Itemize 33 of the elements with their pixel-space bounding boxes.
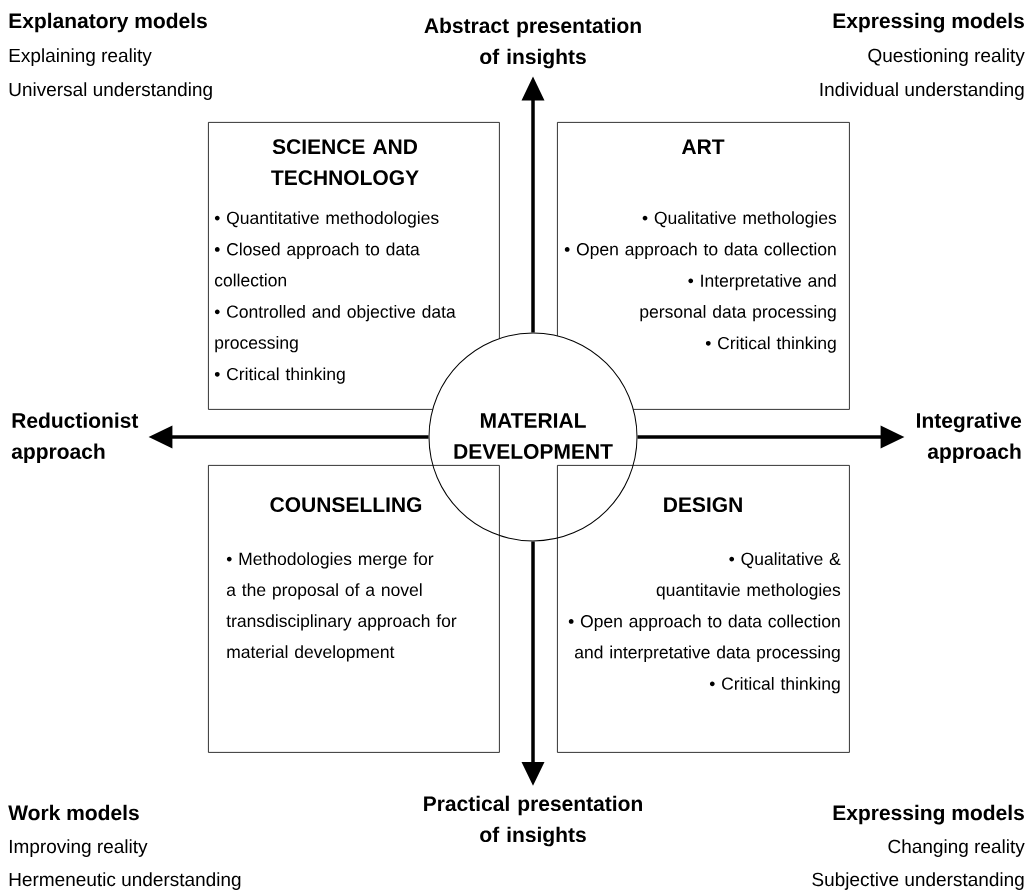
box-heading: COUNSELLING: [270, 497, 422, 513]
axis-label: Practical presentation of insights: [424, 795, 642, 847]
axis-label: Reductionist approach: [11, 412, 139, 464]
bullet-item: • Closed approach to data collection: [214, 242, 420, 287]
axis-label: Abstract presentation of insights: [424, 17, 641, 69]
bullet-item: • Interpretative and personal data processing: [640, 274, 836, 322]
quadrant-box: [208, 465, 500, 753]
model-description: Questioning reality: [868, 48, 1025, 66]
box-heading: ART: [681, 139, 725, 154]
axis-label: Integrative approach: [917, 412, 1022, 464]
model-description: Changing reality: [888, 839, 1025, 857]
bullet-item: • Open approach to data collection and interpretative data processing: [568, 614, 840, 662]
model-description: Universal understanding: [9, 82, 212, 100]
bullet-item: • Qualitative & quantitavie methologies: [656, 552, 841, 600]
model-description: Individual understanding: [820, 82, 1024, 100]
bullet-item: • Open approach to data collection: [564, 242, 836, 259]
bullet-item: • Methodologies merge for a the proposal of a novel transdisciplinary approach for material development: [226, 552, 457, 662]
model-heading: Expressing models: [833, 804, 1024, 825]
model-heading: Explanatory models: [9, 12, 207, 33]
box-heading: DESIGN: [664, 497, 742, 513]
bullet-item: • Critical thinking: [705, 336, 836, 353]
bullet-item: • Qualitative methologies: [642, 211, 837, 228]
model-description: Explaining reality: [9, 48, 152, 66]
model-description: Subjective understanding: [812, 872, 1024, 890]
model-heading: Expressing models: [833, 12, 1024, 33]
quadrant-box: [557, 465, 850, 753]
box-heading: SCIENCE AND TECHNOLOGY: [271, 139, 419, 186]
model-heading: Work models: [8, 804, 139, 821]
model-description: Hermeneutic understanding: [9, 872, 241, 890]
bullet-item: • Critical thinking: [709, 677, 840, 694]
bullet-item: • Critical thinking: [214, 367, 345, 384]
bullet-item: • Quantitative methodologies: [214, 211, 439, 228]
model-description: Improving reality: [9, 839, 148, 857]
